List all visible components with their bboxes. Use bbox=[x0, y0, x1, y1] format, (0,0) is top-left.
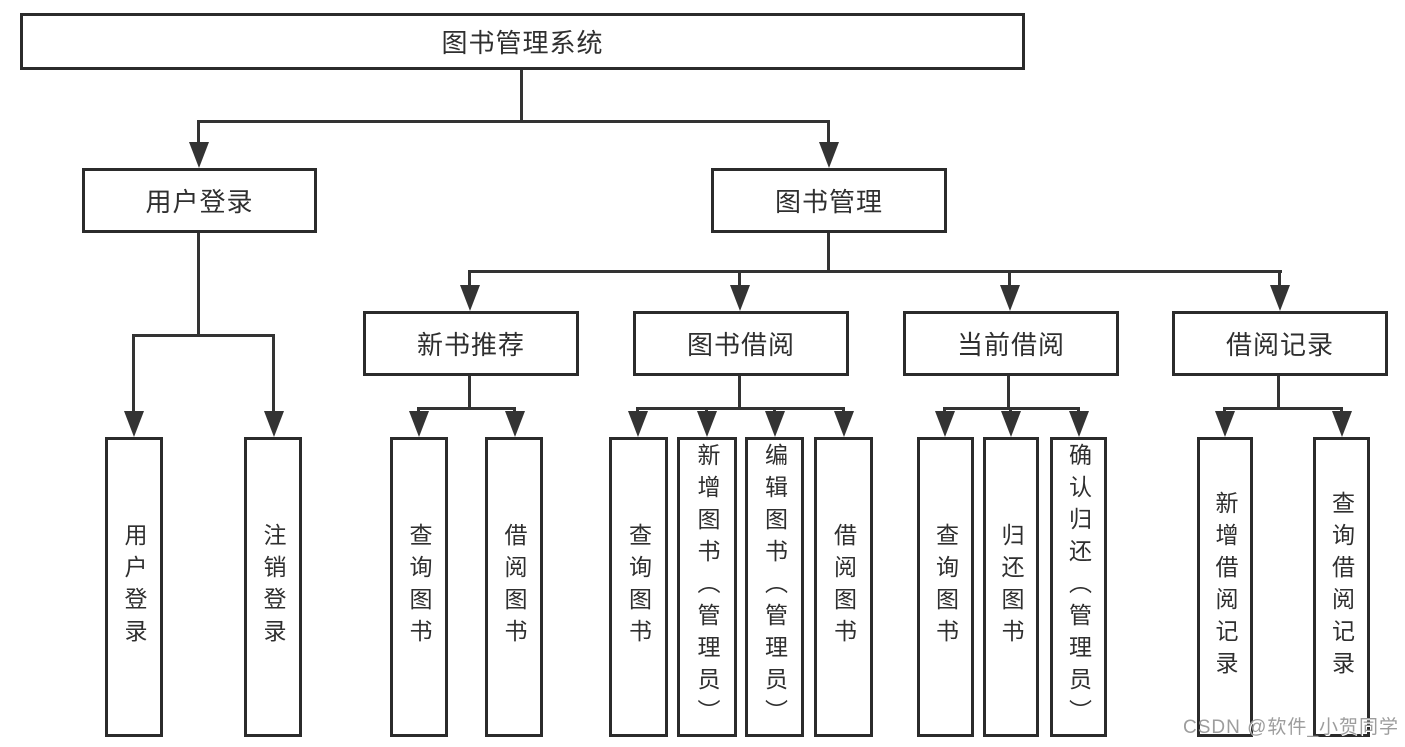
arrow-to-leaf-borrow-books-borrowing bbox=[834, 411, 854, 437]
drop-to-leaf-user-login bbox=[132, 334, 135, 411]
splitter-book-management bbox=[468, 270, 1282, 273]
leaf-query-books-recommend: 查询图书 bbox=[390, 437, 448, 737]
drop-to-user-login bbox=[197, 120, 200, 144]
drop-to-book-borrowing bbox=[738, 270, 741, 287]
drop-to-leaf-borrow-books-recommend bbox=[513, 407, 516, 411]
leaf-add-books-admin: 新增图书（管理员） bbox=[677, 437, 737, 737]
arrow-to-new-book-recommend bbox=[460, 285, 480, 311]
arrow-to-book-borrowing bbox=[730, 285, 750, 311]
arrow-to-leaf-borrow-books-recommend bbox=[505, 411, 525, 437]
drop-to-leaf-add-borrow-record bbox=[1223, 407, 1226, 411]
node-book-management: 图书管理 bbox=[711, 168, 947, 233]
arrow-to-book-management bbox=[819, 142, 839, 168]
arrow-to-user-login bbox=[189, 142, 209, 168]
arrow-to-leaf-confirm-return-admin bbox=[1069, 411, 1089, 437]
leaf-add-borrow-record: 新增借阅记录 bbox=[1197, 437, 1253, 737]
drop-to-current-borrowing bbox=[1008, 270, 1011, 287]
drop-to-leaf-query-books-recommend bbox=[417, 407, 420, 411]
stem-borrowing-records bbox=[1277, 376, 1280, 409]
drop-to-leaf-borrow-books-borrowing bbox=[842, 407, 845, 411]
leaf-query-books-borrowing: 查询图书 bbox=[609, 437, 668, 737]
leaf-borrow-books-borrowing: 借阅图书 bbox=[814, 437, 873, 737]
arrow-to-leaf-add-books-admin bbox=[697, 411, 717, 437]
leaf-edit-books-admin: 编辑图书（管理员） bbox=[745, 437, 804, 737]
splitter-user-login bbox=[132, 334, 275, 337]
leaf-query-borrow-record: 查询借阅记录 bbox=[1313, 437, 1370, 737]
arrow-to-leaf-logout bbox=[264, 411, 284, 437]
stem-new-book-recommend bbox=[468, 376, 471, 409]
arrow-to-leaf-query-borrow-record bbox=[1332, 411, 1352, 437]
stem-root bbox=[520, 70, 523, 122]
stem-user-login bbox=[197, 233, 200, 337]
splitter-new-book-recommend bbox=[417, 407, 516, 410]
arrow-to-leaf-return-books bbox=[1001, 411, 1021, 437]
node-borrowing-records: 借阅记录 bbox=[1172, 311, 1388, 376]
drop-to-leaf-confirm-return-admin bbox=[1077, 407, 1080, 411]
arrow-to-leaf-query-books-borrowing bbox=[628, 411, 648, 437]
leaf-borrow-books-recommend: 借阅图书 bbox=[485, 437, 543, 737]
drop-to-leaf-query-books-borrowing bbox=[636, 407, 639, 411]
leaf-user-login: 用户登录 bbox=[105, 437, 163, 737]
splitter-borrowing-records bbox=[1223, 407, 1343, 410]
leaf-logout: 注销登录 bbox=[244, 437, 302, 737]
drop-to-borrowing-records bbox=[1278, 270, 1281, 287]
drop-to-book-management bbox=[827, 120, 830, 144]
arrow-to-current-borrowing bbox=[1000, 285, 1020, 311]
arrow-to-borrowing-records bbox=[1270, 285, 1290, 311]
drop-to-leaf-query-borrow-record bbox=[1340, 407, 1343, 411]
node-book-borrowing: 图书借阅 bbox=[633, 311, 849, 376]
drop-to-leaf-logout bbox=[272, 334, 275, 411]
node-user-login: 用户登录 bbox=[82, 168, 317, 233]
leaf-query-books-current: 查询图书 bbox=[917, 437, 974, 737]
drop-to-leaf-edit-books-admin bbox=[773, 407, 776, 411]
splitter-root bbox=[197, 120, 830, 123]
stem-book-borrowing bbox=[738, 376, 741, 409]
arrow-to-leaf-query-books-current bbox=[935, 411, 955, 437]
arrow-to-leaf-user-login bbox=[124, 411, 144, 437]
stem-book-management bbox=[827, 233, 830, 272]
drop-to-new-book-recommend bbox=[468, 270, 471, 287]
leaf-return-books: 归还图书 bbox=[983, 437, 1039, 737]
drop-to-leaf-add-books-admin bbox=[705, 407, 708, 411]
drop-to-leaf-query-books-current bbox=[943, 407, 946, 411]
arrow-to-leaf-add-borrow-record bbox=[1215, 411, 1235, 437]
stem-current-borrowing bbox=[1007, 376, 1010, 409]
drop-to-leaf-return-books bbox=[1009, 407, 1012, 411]
arrow-to-leaf-edit-books-admin bbox=[765, 411, 785, 437]
leaf-confirm-return-admin: 确认归还（管理员） bbox=[1050, 437, 1107, 737]
node-new-book-recommend: 新书推荐 bbox=[363, 311, 579, 376]
csdn-watermark: CSDN @软件_小贺同学 bbox=[1183, 717, 1399, 738]
node-current-borrowing: 当前借阅 bbox=[903, 311, 1119, 376]
splitter-book-borrowing bbox=[636, 407, 845, 410]
arrow-to-leaf-query-books-recommend bbox=[409, 411, 429, 437]
node-library-management-system: 图书管理系统 bbox=[20, 13, 1025, 70]
